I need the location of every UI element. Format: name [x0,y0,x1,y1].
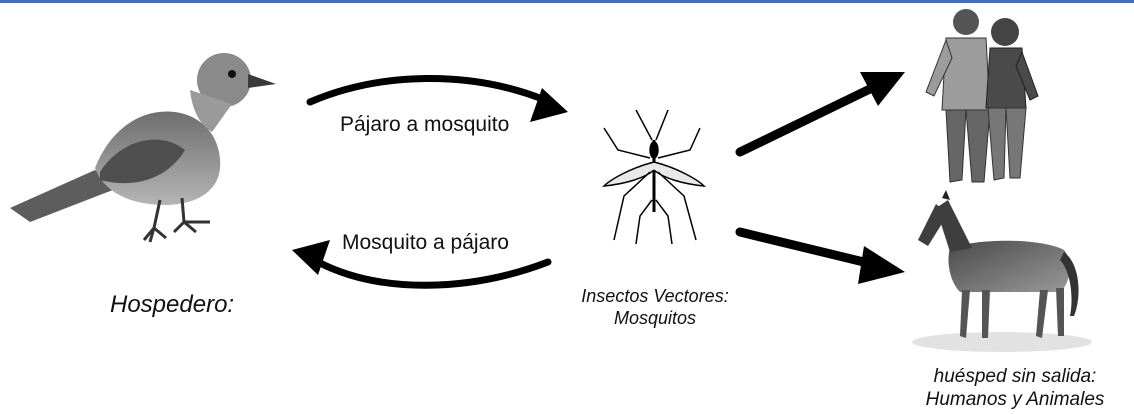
vector-label-line1: Insectos Vectores: [550,285,760,307]
vector-label-line2: Mosquitos [550,307,760,329]
arrow-mosquito-to-humans [740,72,905,152]
dead-end-label-line2: Humanos y Animales [900,388,1130,411]
host-label: Hospedero: [110,291,234,319]
arrow-mosquito-to-horse [740,232,905,284]
bird-icon [10,53,276,242]
dead-end-label-line1: huésped sin salida: [900,365,1130,388]
dead-end-host-label: huésped sin salida: Humanos y Animales [900,365,1130,411]
humans-icon [926,9,1038,182]
vector-label: Insectos Vectores: Mosquitos [550,285,760,329]
mosquito-icon [604,110,704,244]
arrow-top-label: Pájaro a mosquito [340,113,509,137]
horse-icon [912,190,1092,352]
arrow-bottom-label: Mosquito a pájaro [342,231,509,255]
